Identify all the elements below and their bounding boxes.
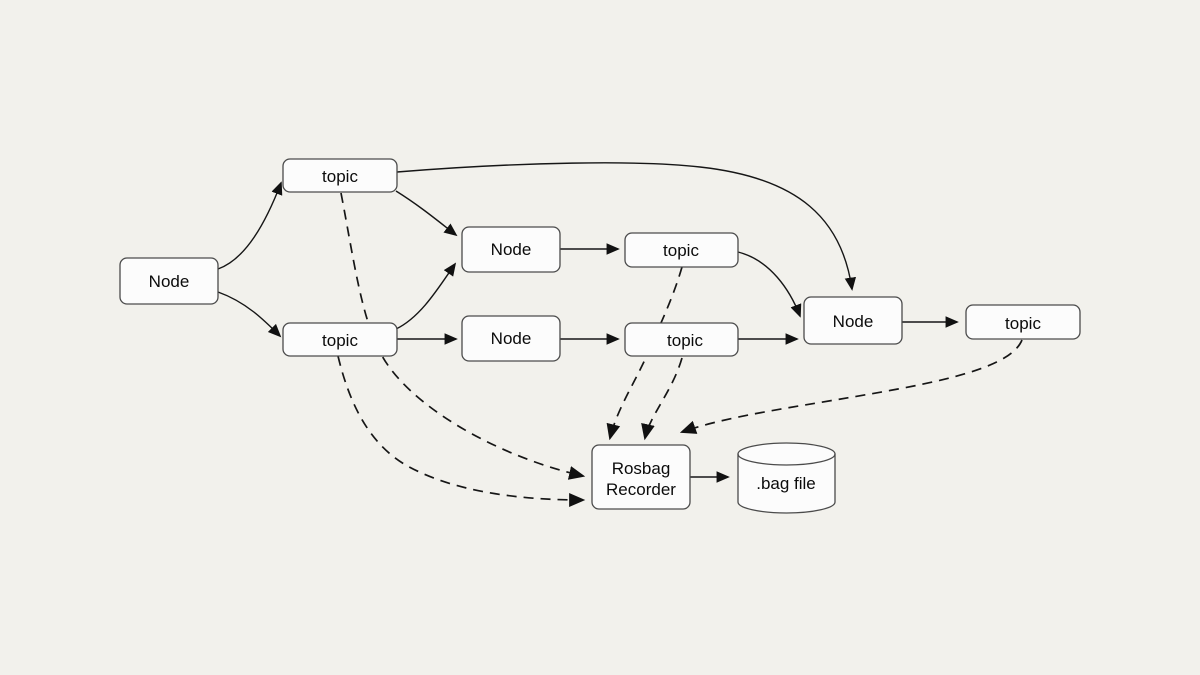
topic-middle-left: topic (282, 322, 398, 357)
node-layer: Node topic topic Node Node topic (119, 158, 1081, 514)
topic-top: topic (282, 158, 398, 193)
rosbag-recorder: Rosbag Recorder (591, 444, 691, 510)
edge-dashed-topic-middle-left-to-rosbag (337, 355, 586, 507)
node-subscriber-lower: Node (461, 315, 561, 362)
node-subscriber-upper-label: Node (491, 240, 532, 259)
edge-layer (217, 162, 1023, 507)
edge-node-left-to-topic-middle-left (217, 291, 282, 338)
rosbag-recorder-label-line1: Rosbag (612, 459, 671, 478)
node-publisher-left-label: Node (149, 272, 190, 291)
topic-right: topic (965, 304, 1081, 340)
edge-topic-middle-upper-to-node-right (737, 251, 802, 318)
topic-middle-lower: topic (624, 322, 739, 357)
bag-file-cylinder: .bag file (737, 442, 836, 514)
edge-topic-middle-left-to-node-upper (395, 262, 457, 330)
topic-middle-upper-label: topic (663, 241, 699, 260)
edge-node-left-to-topic-top (217, 181, 283, 270)
node-right: Node (803, 296, 903, 345)
edge-topic-top-to-node-upper (395, 190, 458, 237)
edge-topic-top-to-node-right (396, 162, 857, 291)
edge-dashed-topic-right-to-rosbag (679, 339, 1023, 434)
topic-top-label: topic (322, 167, 358, 186)
edge-dashed-topic-middle-upper-to-rosbag (606, 266, 683, 441)
node-right-label: Node (833, 312, 874, 331)
node-publisher-left: Node (119, 257, 219, 305)
edge-dashed-topic-middle-lower-to-rosbag (641, 357, 683, 441)
rosbag-recorder-label-line2: Recorder (606, 480, 676, 499)
topic-middle-upper: topic (624, 232, 739, 268)
topic-middle-left-label: topic (322, 331, 358, 350)
node-subscriber-upper: Node (461, 226, 561, 273)
edge-dashed-topic-top-to-rosbag (340, 192, 586, 480)
topic-right-label: topic (1005, 314, 1041, 333)
node-subscriber-lower-label: Node (491, 329, 532, 348)
topic-middle-lower-label: topic (667, 331, 703, 350)
bag-file-label: .bag file (756, 474, 816, 493)
